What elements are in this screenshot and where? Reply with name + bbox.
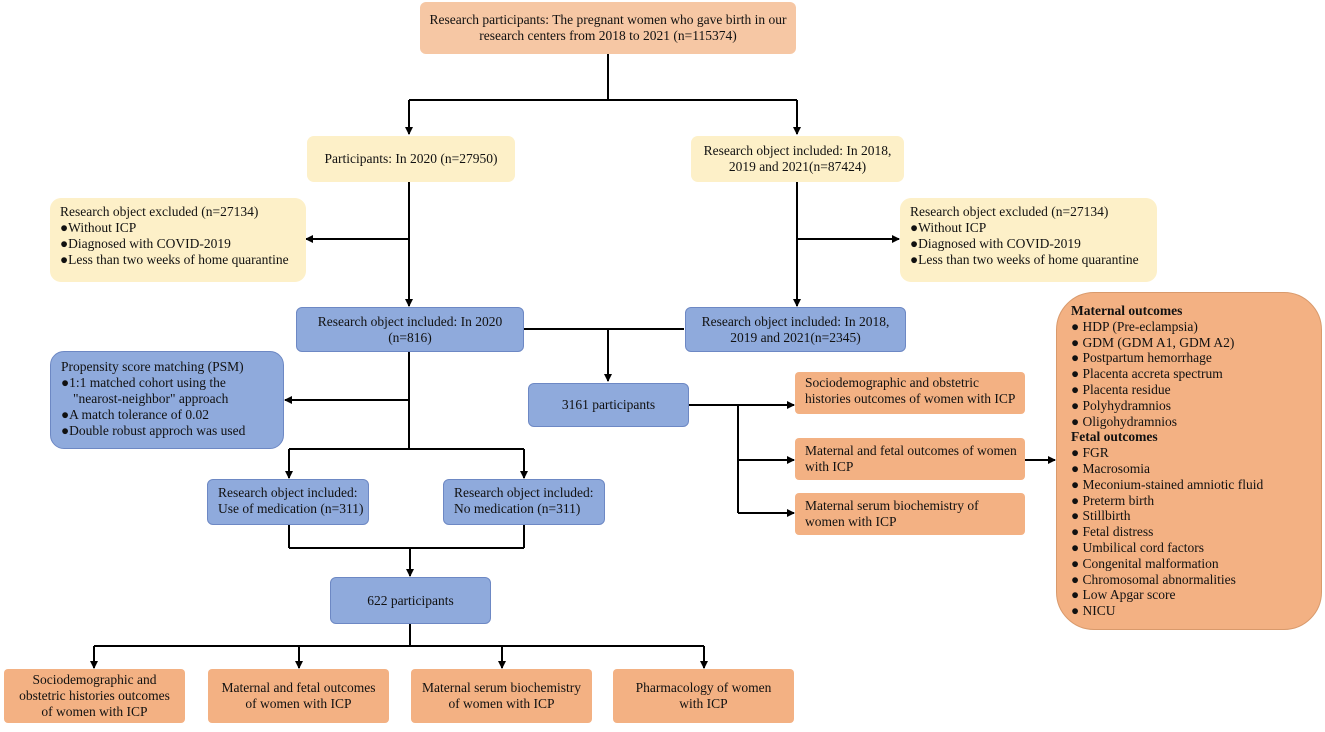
maternal-outcome-item: ● HDP (Pre-eclampsia) [1071,318,1198,334]
excluded-left-item: ●Less than two weeks of home quarantine [60,252,289,267]
fetal-outcome-item: ● Meconium-stained amniotic fluid [1071,476,1264,492]
included-2020-line-2: (n=816) [388,329,432,345]
included-2020-box: Research object included: In 2020(n=816) [296,307,524,352]
bottom-outcome-line: Sociodemographic and [32,672,157,687]
combined-outcome-line: Maternal serum biochemistry of [805,498,979,513]
included-other-years-line-2: 2019 and 2021(n=87424) [728,159,867,174]
bottom-outcome-line: Maternal serum biochemistry [422,680,581,695]
psm-item: ●Double robust approch was used [61,423,246,438]
fetal-outcome-item: ● Stillbirth [1071,508,1131,524]
maternal-outcome-item: ● Postpartum hemorrhage [1071,350,1212,366]
excluded-left-title: Research object excluded (n=27134) [60,204,259,219]
psm-box: Propensity score matching (PSM) ●1:1 mat… [50,351,284,449]
included-2020-line-1: Research object included: In 2020 [317,313,503,329]
combined-outcome-maternal-fetal: Maternal and fetal outcomes of women wit… [795,438,1025,480]
included-other-years-final-line-1: Research object included: In 2018, [701,313,890,329]
maternal-outcome-item: ● Oligohydramnios [1071,413,1178,429]
excluded-right-box: Research object excluded (n=27134) ●With… [900,198,1157,282]
no-medication-group-line-1: Research object included: [454,485,594,500]
fetal-outcome-item: ● NICU [1071,603,1116,619]
psm-item: "nearost-neighbor" approach [73,391,229,406]
fetal-outcome-item: ● Umbilical cord factors [1071,539,1204,555]
maternal-outcomes-title: Maternal outcomes [1071,303,1183,318]
combined-outcome-line: Maternal and fetal outcomes of women [805,443,1017,458]
matched-participants-box: 622 participants [330,577,491,624]
excluded-left-item: ●Without ICP [60,220,137,235]
maternal-outcome-item: ● Polyhydramnios [1071,397,1172,413]
maternal-outcome-item: ● GDM (GDM A1, GDM A2) [1071,334,1235,350]
combined-participants-box: 3161 participants [528,383,689,427]
fetal-outcome-item: ● Macrosomia [1071,460,1151,476]
excluded-right-item: ●Less than two weeks of home quarantine [910,252,1139,267]
participants-2020-box: Participants: In 2020 (n=27950) [307,136,515,182]
research-participants-line-2: research centers from 2018 to 2021 (n=11… [479,28,737,43]
included-other-years-final-line-2: 2019 and 2021(n=2345) [730,329,861,345]
bottom-outcome-line: Pharmacology of women [635,680,772,695]
bottom-outcome-line: of women with ICP [245,696,352,711]
no-medication-group-box: Research object included: No medication … [443,479,605,525]
combined-outcome-line: with ICP [805,459,854,474]
bottom-outcome-line: with ICP [679,696,728,711]
bottom-outcome-line: of women with ICP [41,704,148,719]
combined-outcome-sociodemographic: Sociodemographic and obstetric histories… [795,372,1025,414]
combined-outcome-line: women with ICP [805,514,897,529]
bottom-outcome-line: of women with ICP [448,696,555,711]
maternal-outcome-item: ● Placenta residue [1071,381,1171,397]
included-other-years-box: Research object included: In 2018,2019 a… [691,136,904,182]
bottom-outcome-line: obstetric histories outcomes [19,688,170,703]
fetal-outcome-item: ● Low Apgar score [1071,587,1176,603]
fetal-outcome-item: ● FGR [1071,445,1109,461]
psm-item: ●A match tolerance of 0.02 [61,407,209,422]
matched-participants-label: 622 participants [367,592,454,608]
bottom-outcome-line: Maternal and fetal outcomes [221,680,376,695]
medication-group-line-1: Research object included: [218,485,358,500]
excluded-left-item: ●Diagnosed with COVID-2019 [60,236,231,251]
excluded-right-item: ●Without ICP [910,220,987,235]
psm-item: ●1:1 matched cohort using the [61,375,226,390]
psm-title: Propensity score matching (PSM) [61,359,244,374]
research-participants-line-1: Research participants: The pregnant wome… [429,12,787,27]
excluded-left-box: Research object excluded (n=27134) ●With… [50,198,306,282]
excluded-right-item: ●Diagnosed with COVID-2019 [910,236,1081,251]
maternal-outcome-item: ● Placenta accreta spectrum [1071,366,1223,382]
excluded-right-title: Research object excluded (n=27134) [910,204,1109,219]
medication-group-line-2: Use of medication (n=311) [218,501,364,516]
included-other-years-final-box: Research object included: In 2018,2019 a… [685,307,906,352]
fetal-outcome-item: ● Chromosomal abnormalities [1071,571,1236,587]
combined-outcome-biochemistry: Maternal serum biochemistry of women wit… [795,493,1025,535]
fetal-outcomes-title: Fetal outcomes [1071,429,1158,445]
research-participants-box: Research participants: The pregnant wome… [420,2,796,54]
medication-group-box: Research object included: Use of medicat… [207,479,369,525]
combined-outcome-line: Sociodemographic and obstetric [805,375,979,390]
combined-outcome-line: histories outcomes of women with ICP [805,391,1016,406]
fetal-outcome-item: ● Congenital malformation [1071,555,1219,571]
participants-2020-label: Participants: In 2020 (n=27950) [324,151,498,166]
included-other-years-line-1: Research object included: In 2018, [703,143,892,158]
fetal-outcome-item: ● Preterm birth [1071,492,1155,508]
fetal-outcome-item: ● Fetal distress [1071,524,1154,540]
no-medication-group-line-2: No medication (n=311) [454,501,581,516]
outcome-list-box: Maternal outcomes ● HDP (Pre-eclampsia) … [1056,292,1322,630]
combined-participants-label: 3161 participants [561,397,656,412]
